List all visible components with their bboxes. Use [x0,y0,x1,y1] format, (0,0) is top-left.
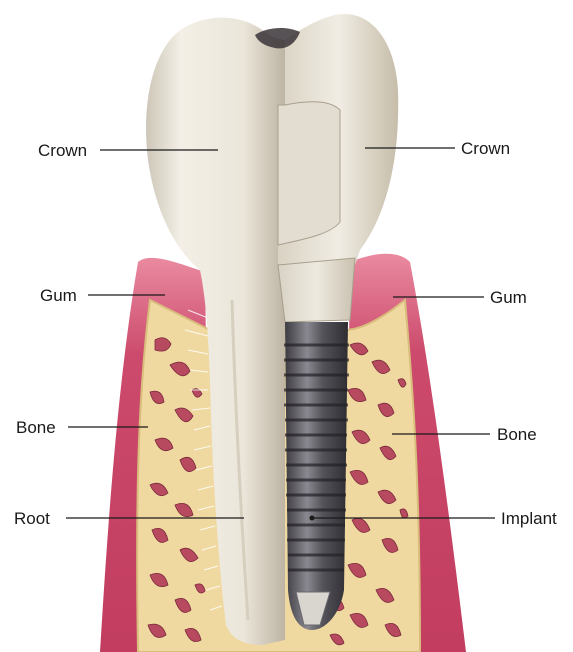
crown-cutaway [278,102,340,245]
abutment [278,258,355,322]
label-crown-left: Crown [38,141,87,160]
label-root: Root [14,509,50,528]
label-gum-right: Gum [490,288,527,307]
label-bone-left: Bone [16,418,56,437]
label-implant: Implant [501,509,557,528]
label-bone-right: Bone [497,425,537,444]
label-crown-right: Crown [461,139,510,158]
label-gum-left: Gum [40,286,77,305]
implant-screw [284,322,349,630]
